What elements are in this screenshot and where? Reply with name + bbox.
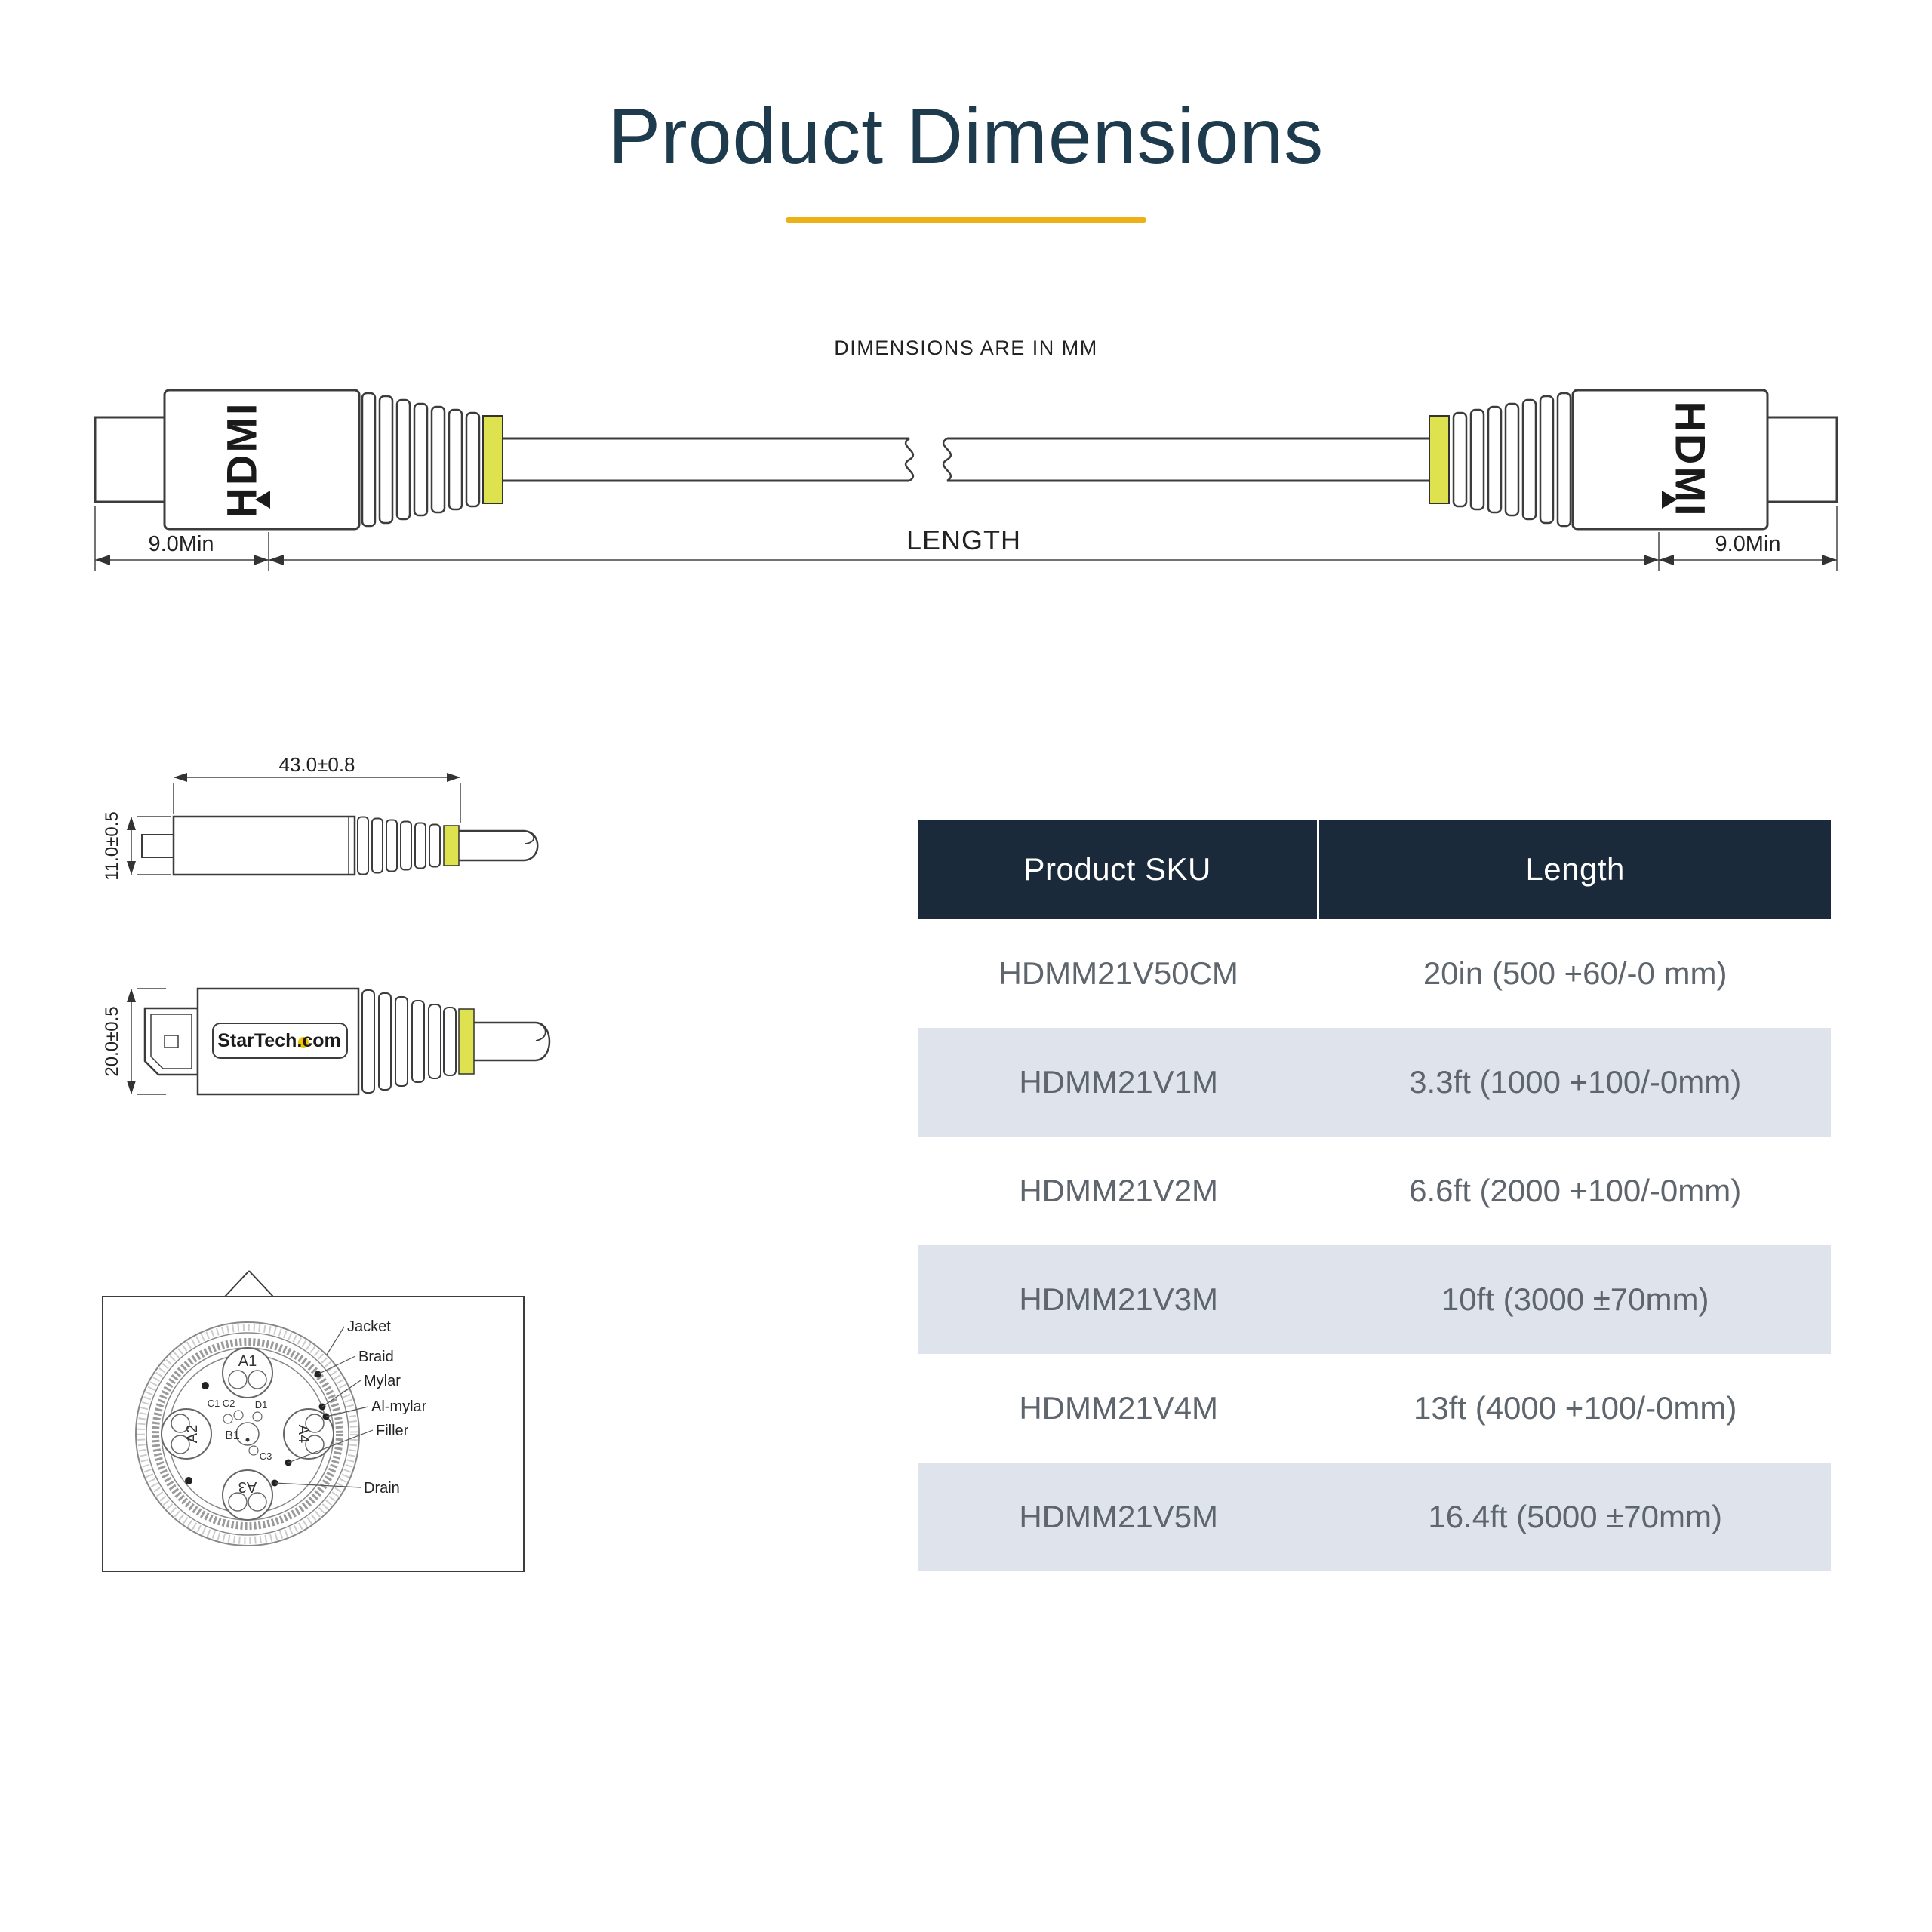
cable-stub	[459, 829, 539, 862]
sku-cell: HDMM21V50CM	[998, 955, 1238, 991]
table-row: HDMM21V2M 6.6ft (2000 +100/-0mm)	[918, 1137, 1831, 1245]
triangle-marker-left-icon	[255, 491, 270, 509]
material-label-drain: Drain	[364, 1480, 400, 1497]
yellow-band-right	[1429, 415, 1450, 504]
conductor-label-d1: D1	[255, 1399, 268, 1411]
table-header-sku: Product SKU	[918, 820, 1320, 919]
conductor-label-c3: C3	[260, 1451, 272, 1462]
material-label-mylar: Mylar	[364, 1373, 401, 1389]
length-cell: 3.3ft (1000 +100/-0mm)	[1409, 1064, 1742, 1100]
cable-cross-section: A1 A2 A3 A4 B1 C1 C2 D1 C3 Jacket Braid …	[102, 1270, 525, 1572]
arrowhead-icon	[127, 989, 136, 1002]
height-dimension	[127, 816, 171, 875]
length-dimension	[94, 506, 1838, 571]
cable-dimension-drawing: HDMI HDM	[94, 389, 1838, 571]
height-dimension-label: 20.0±0.5	[102, 1006, 122, 1076]
cable-run	[503, 437, 1429, 482]
material-label-filler: Filler	[376, 1423, 409, 1439]
width-dimension-label: 43.0±0.8	[278, 755, 355, 776]
table-row: HDMM21V5M 16.4ft (5000 ±70mm)	[918, 1463, 1831, 1571]
hdmi-plug-outline	[143, 1007, 199, 1076]
wire-dots	[185, 1371, 330, 1487]
material-label-braid: Braid	[358, 1349, 394, 1365]
leader-lines	[274, 1326, 374, 1488]
length-cell: 10ft (3000 ±70mm)	[1441, 1281, 1709, 1317]
arrowhead-icon	[1659, 555, 1674, 565]
conductor-label-b1: B1	[225, 1429, 240, 1442]
conductor-label-c1c2: C1 C2	[208, 1398, 235, 1409]
strain-relief-right	[1452, 392, 1572, 528]
brand-plate	[212, 1023, 348, 1059]
brand-label: StarTech.com	[217, 1030, 340, 1051]
right-connector: HDMI	[1429, 389, 1838, 531]
strain-relief-profile	[357, 816, 441, 875]
table-row: HDMM21V1M 3.3ft (1000 +100/-0mm)	[918, 1028, 1831, 1137]
table-header-row: Product SKU Length	[918, 820, 1831, 919]
connector-side-view: 20.0±0.5 StarTech.com	[102, 987, 551, 1096]
sku-cell: HDMM21V5M	[1019, 1499, 1219, 1534]
arrowhead-icon	[127, 1081, 136, 1094]
plug-slot	[164, 1035, 179, 1048]
yellow-band-left	[482, 415, 503, 504]
arrowhead-icon	[174, 773, 187, 782]
min-length-label-left: 9.0Min	[148, 532, 214, 556]
table-row: HDMM21V3M 10ft (3000 ±70mm)	[918, 1245, 1831, 1354]
arrowhead-icon	[95, 555, 110, 565]
cable-stub	[474, 1021, 551, 1062]
arrowhead-icon	[254, 555, 269, 565]
hdmi-plug-right	[1766, 416, 1838, 503]
cross-section-frame	[102, 1296, 525, 1572]
left-connector: HDMI	[94, 389, 503, 531]
arrowhead-icon	[269, 555, 284, 565]
length-cell: 20in (500 +60/-0 mm)	[1423, 955, 1727, 991]
width-dimension	[173, 773, 461, 823]
material-label-al-mylar: Al-mylar	[371, 1398, 427, 1415]
conductor-pairs	[161, 1347, 334, 1521]
strain-relief-profile	[361, 989, 457, 1094]
arrowhead-icon	[1822, 555, 1837, 565]
table-row: HDMM21V4M 13ft (4000 +100/-0mm)	[918, 1354, 1831, 1463]
hdmi-plug-left	[94, 416, 166, 503]
conductor-label-a3: A3	[238, 1478, 257, 1495]
sku-cell: HDMM21V2M	[1019, 1173, 1219, 1208]
length-cell: 6.6ft (2000 +100/-0mm)	[1409, 1173, 1742, 1208]
sku-cell: HDMM21V1M	[1019, 1064, 1219, 1100]
page-title: Product Dimensions	[608, 93, 1324, 180]
table-row: HDMM21V50CM 20in (500 +60/-0 mm)	[918, 919, 1831, 1028]
spec-table: Product SKU Length HDMM21V50CM 20in (500…	[918, 820, 1831, 1571]
connector-body-left	[163, 389, 361, 531]
min-length-label-right: 9.0Min	[1715, 532, 1780, 556]
pointer-peak	[224, 1270, 274, 1297]
brand-dot-icon	[298, 1037, 309, 1048]
plug-tongue	[141, 834, 174, 858]
triangle-marker-right-icon	[1662, 491, 1677, 509]
yellow-band	[458, 1008, 475, 1075]
break-symbol-left	[904, 437, 915, 482]
material-label-jacket: Jacket	[347, 1318, 391, 1335]
break-symbol-right	[942, 437, 952, 482]
yellow-band	[443, 825, 460, 866]
height-dimension-label: 11.0±0.5	[102, 811, 122, 880]
connector-body-profile	[172, 815, 356, 876]
conductor-label-a2: A2	[184, 1425, 201, 1443]
conductor-label-a4: A4	[295, 1425, 312, 1443]
height-dimension	[127, 988, 166, 1095]
length-cell: 16.4ft (5000 ±70mm)	[1428, 1499, 1722, 1534]
table-header-length: Length	[1525, 851, 1625, 887]
connector-top-view: 43.0±0.8 11.0±0.5	[102, 755, 539, 881]
conductor-label-a1: A1	[238, 1353, 257, 1370]
hdmi-plug-inner	[150, 1014, 192, 1069]
length-cell: 13ft (4000 +100/-0mm)	[1413, 1390, 1737, 1426]
strain-relief-left	[361, 392, 481, 528]
arrowhead-icon	[1644, 555, 1659, 565]
arrowhead-icon	[127, 861, 136, 875]
arrowhead-icon	[447, 773, 460, 782]
units-note: DIMENSIONS ARE IN MM	[834, 337, 1098, 359]
title-underline	[786, 217, 1146, 223]
length-label: LENGTH	[906, 525, 1021, 555]
sku-cell: HDMM21V4M	[1019, 1390, 1219, 1426]
sku-cell: HDMM21V3M	[1019, 1281, 1219, 1317]
arrowhead-icon	[127, 817, 136, 830]
